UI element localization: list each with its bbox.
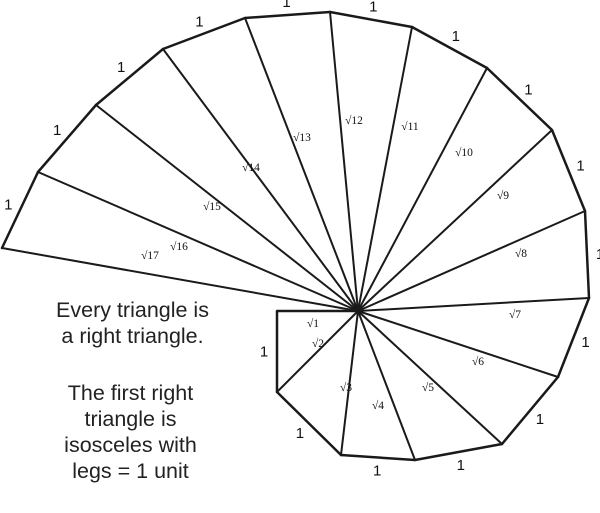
caption-line: The first right: [67, 381, 194, 405]
hypotenuse-line-14: [162, 48, 359, 312]
hypotenuse-label: √6: [472, 355, 484, 368]
unit-length-label: 1: [457, 457, 465, 474]
unit-length-label: 1: [260, 344, 268, 361]
unit-leg-line: [410, 25, 489, 70]
hypotenuse-line-4: [357, 310, 416, 461]
unit-leg-line: [36, 103, 98, 174]
unit-leg-line: [413, 442, 504, 462]
unit-leg-line: [275, 390, 343, 457]
hypotenuse-line-13: [244, 17, 359, 312]
unit-length-label: 1: [4, 196, 12, 213]
caption-line: Every triangle is: [56, 298, 209, 322]
hypotenuse-line-10: [357, 67, 488, 312]
hypotenuse-line-7: [357, 297, 590, 312]
hypotenuse-label: √9: [497, 189, 509, 202]
hypotenuse-label: √4: [372, 399, 384, 412]
unit-length-label: 1: [296, 425, 304, 442]
hypotenuse-label: √15: [203, 200, 221, 213]
unit-length-label: 1: [373, 462, 381, 479]
caption-line: legs = 1 unit: [72, 459, 189, 483]
unit-length-label: 1: [117, 59, 125, 76]
hypotenuse-label: √11: [401, 120, 419, 133]
unit-leg-line: [328, 10, 414, 29]
caption-line: triangle is: [84, 407, 177, 431]
hypotenuse-line-12: [329, 11, 359, 312]
hypotenuse-label: √2: [312, 337, 324, 350]
unit-length-label: 1: [282, 0, 290, 11]
unit-length-label: 1: [195, 13, 203, 30]
hypotenuse-label: √5: [422, 381, 434, 394]
hypotenuse-line-9: [357, 129, 553, 312]
unit-length-label: 1: [596, 246, 600, 263]
unit-leg-line: [556, 296, 591, 379]
unit-length-label: 1: [524, 82, 532, 99]
unit-leg-line: [500, 375, 560, 446]
caption-line: a right triangle.: [61, 324, 204, 348]
unit-leg-line: [0, 170, 40, 250]
hypotenuse-line-17: [1, 247, 359, 312]
hypotenuse-label: √12: [345, 114, 363, 127]
unit-leg-line: [583, 209, 591, 300]
unit-length-label: 1: [576, 158, 584, 175]
unit-leg-line: [94, 47, 165, 107]
hypotenuse-line-16: [37, 171, 359, 312]
caption-line: isosceles with: [64, 433, 197, 457]
hypotenuse-label: √10: [455, 146, 473, 159]
hypotenuse-label: √16: [170, 240, 188, 253]
hypotenuse-line-6: [357, 310, 559, 378]
unit-length-label: 1: [369, 0, 377, 16]
hypotenuse-line-8: [357, 210, 586, 312]
unit-leg-line: [339, 453, 417, 462]
hypotenuse-label: √1: [307, 317, 319, 330]
hypotenuse-line-15: [95, 104, 359, 312]
unit-length-label: 1: [581, 334, 589, 351]
hypotenuse-line-5: [357, 310, 503, 445]
hypotenuse-label: √3: [340, 381, 352, 394]
hypotenuse-label: √13: [293, 131, 311, 144]
caption-isosceles: The first right triangle is isosceles wi…: [18, 380, 243, 484]
hypotenuse-label: √7: [509, 308, 521, 321]
unit-length-label: 1: [452, 28, 460, 45]
unit-length-label: 1: [53, 122, 61, 139]
hypotenuse-line-11: [357, 26, 413, 312]
unit-leg-line: [243, 10, 332, 20]
unit-length-label: 1: [536, 411, 544, 428]
hypotenuse-line-3: [340, 310, 359, 456]
hypotenuse-label: √14: [242, 161, 260, 174]
hypotenuse-label: √8: [515, 247, 527, 260]
caption-right-triangle: Every triangle is a right triangle.: [10, 297, 255, 349]
unit-leg-line: [161, 16, 247, 51]
unit-leg-line: [550, 128, 587, 213]
hypotenuse-label: √17: [141, 249, 159, 262]
unit-leg-line: [485, 66, 554, 132]
hypotenuse-line-2: [276, 310, 359, 393]
